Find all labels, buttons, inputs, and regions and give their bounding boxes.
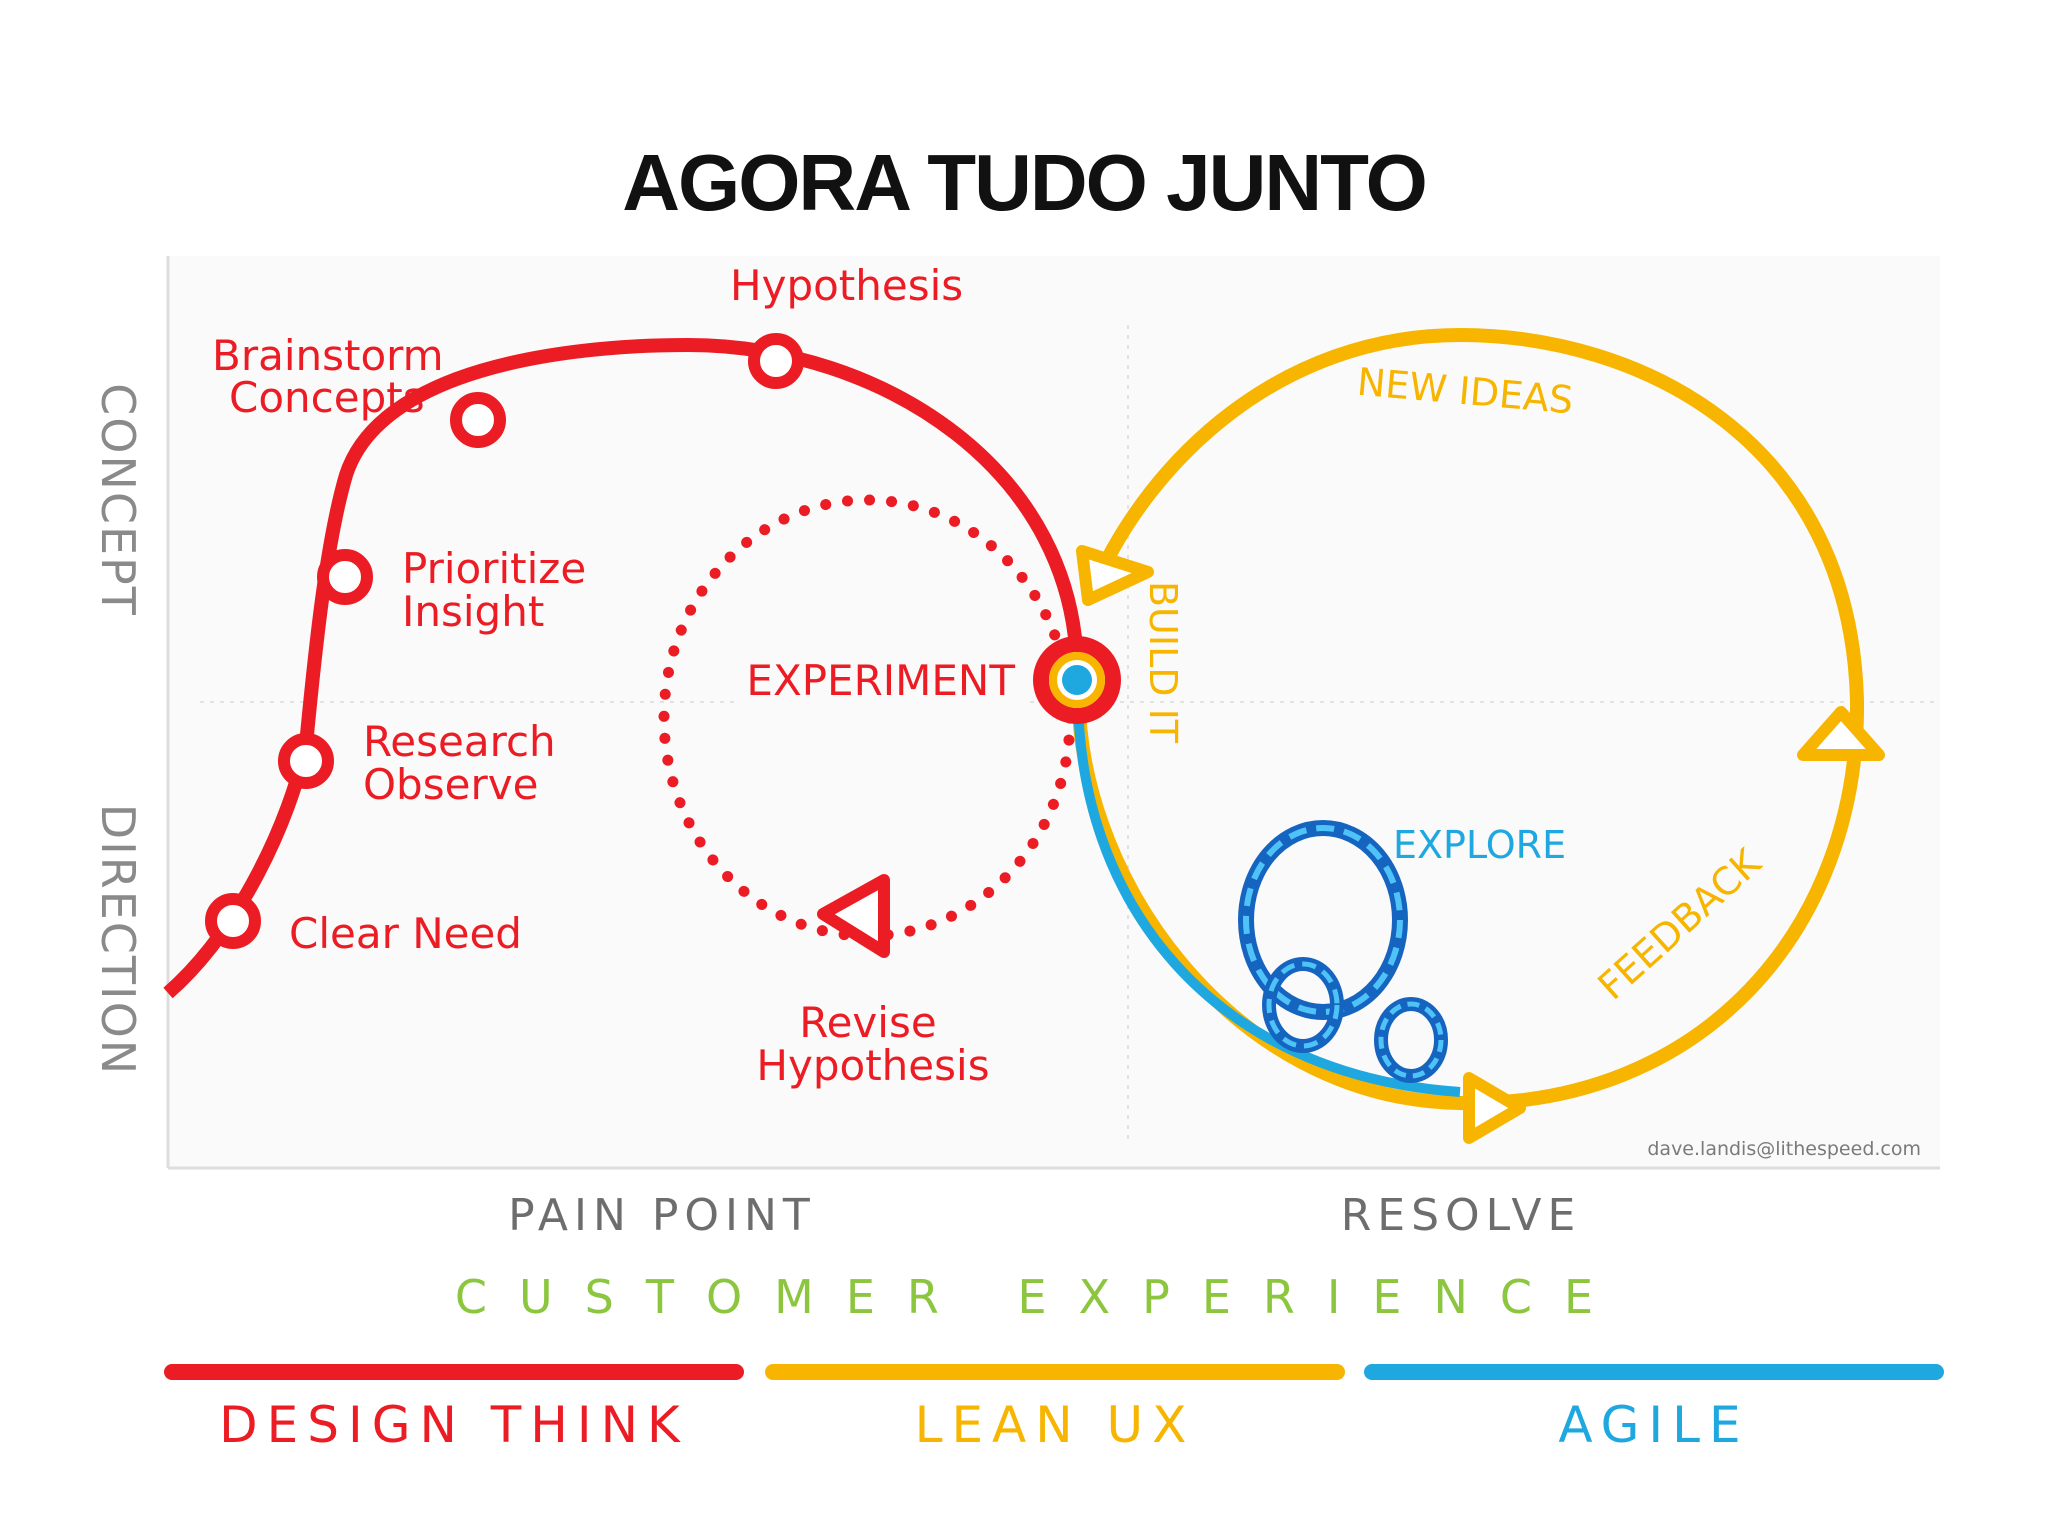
legend: DESIGN THINK LEAN UX AGILE [164,1364,1944,1454]
explore-loop-medium-dash [1266,961,1340,1049]
design-think-path [163,337,1085,999]
step-label-observe: Observe [363,760,538,809]
credit-text: dave.landis@lithespeed.com [1647,1138,1921,1160]
step-label-hypothesis: Hypothesis [730,261,963,310]
label-build-it: BUILD IT [1141,581,1185,744]
agile-path [1072,687,1461,1097]
axis-label-direction: DIRECTION [91,804,145,1076]
customer-experience-caption: CUSTOMER EXPERIENCE [455,1270,1625,1324]
step-node-research [278,733,334,789]
step-label-brainstorm: Brainstorm [212,331,444,380]
label-explore: EXPLORE [1393,823,1566,867]
experiment-label-bg [735,648,1025,718]
step-node-prioritize [317,549,373,605]
legend-label-lean-ux: LEAN UX [915,1396,1196,1454]
arrow-build-icon [1076,545,1154,606]
design-think-curve: Clear Need Research Observe Prioritize I… [163,261,1085,999]
legend-label-design-think: DESIGN THINK [219,1396,689,1454]
step-label-concepts: Concepts [229,373,425,422]
experiment-junction [1033,636,1121,724]
axis-label-resolve: RESOLVE [1341,1190,1582,1241]
step-label-insight: Insight [402,587,544,636]
step-label-research: Research [363,717,556,766]
slide-title: AGORA TUDO JUNTO [622,138,1426,227]
agile-loop: EXPLORE [1072,687,1566,1097]
step-node-hypothesis [748,333,804,389]
experiment-label: EXPERIMENT [746,656,1015,705]
revise-label-line1: Revise [799,998,936,1047]
axis-label-concept: CONCEPT [91,383,145,617]
step-node-clear-need [205,893,261,949]
arrow-bottom-icon [1463,1072,1526,1144]
arrow-feedback-icon [1797,706,1885,761]
explore-loop-small-dash [1378,1001,1444,1079]
revise-arrow-icon [817,874,890,958]
revise-label-line2: Hypothesis [756,1041,989,1090]
junction-core [1062,665,1092,695]
explore-loop-large-dash [1243,825,1403,1015]
step-label-clear-need: Clear Need [289,909,522,958]
step-label-prioritize: Prioritize [402,544,586,593]
experiment-loop: EXPERIMENT Revise Hypothesis [658,494,1076,1090]
step-node-brainstorm [450,392,506,448]
legend-label-agile: AGILE [1558,1396,1749,1454]
axis-label-pain-point: PAIN POINT [508,1190,816,1241]
